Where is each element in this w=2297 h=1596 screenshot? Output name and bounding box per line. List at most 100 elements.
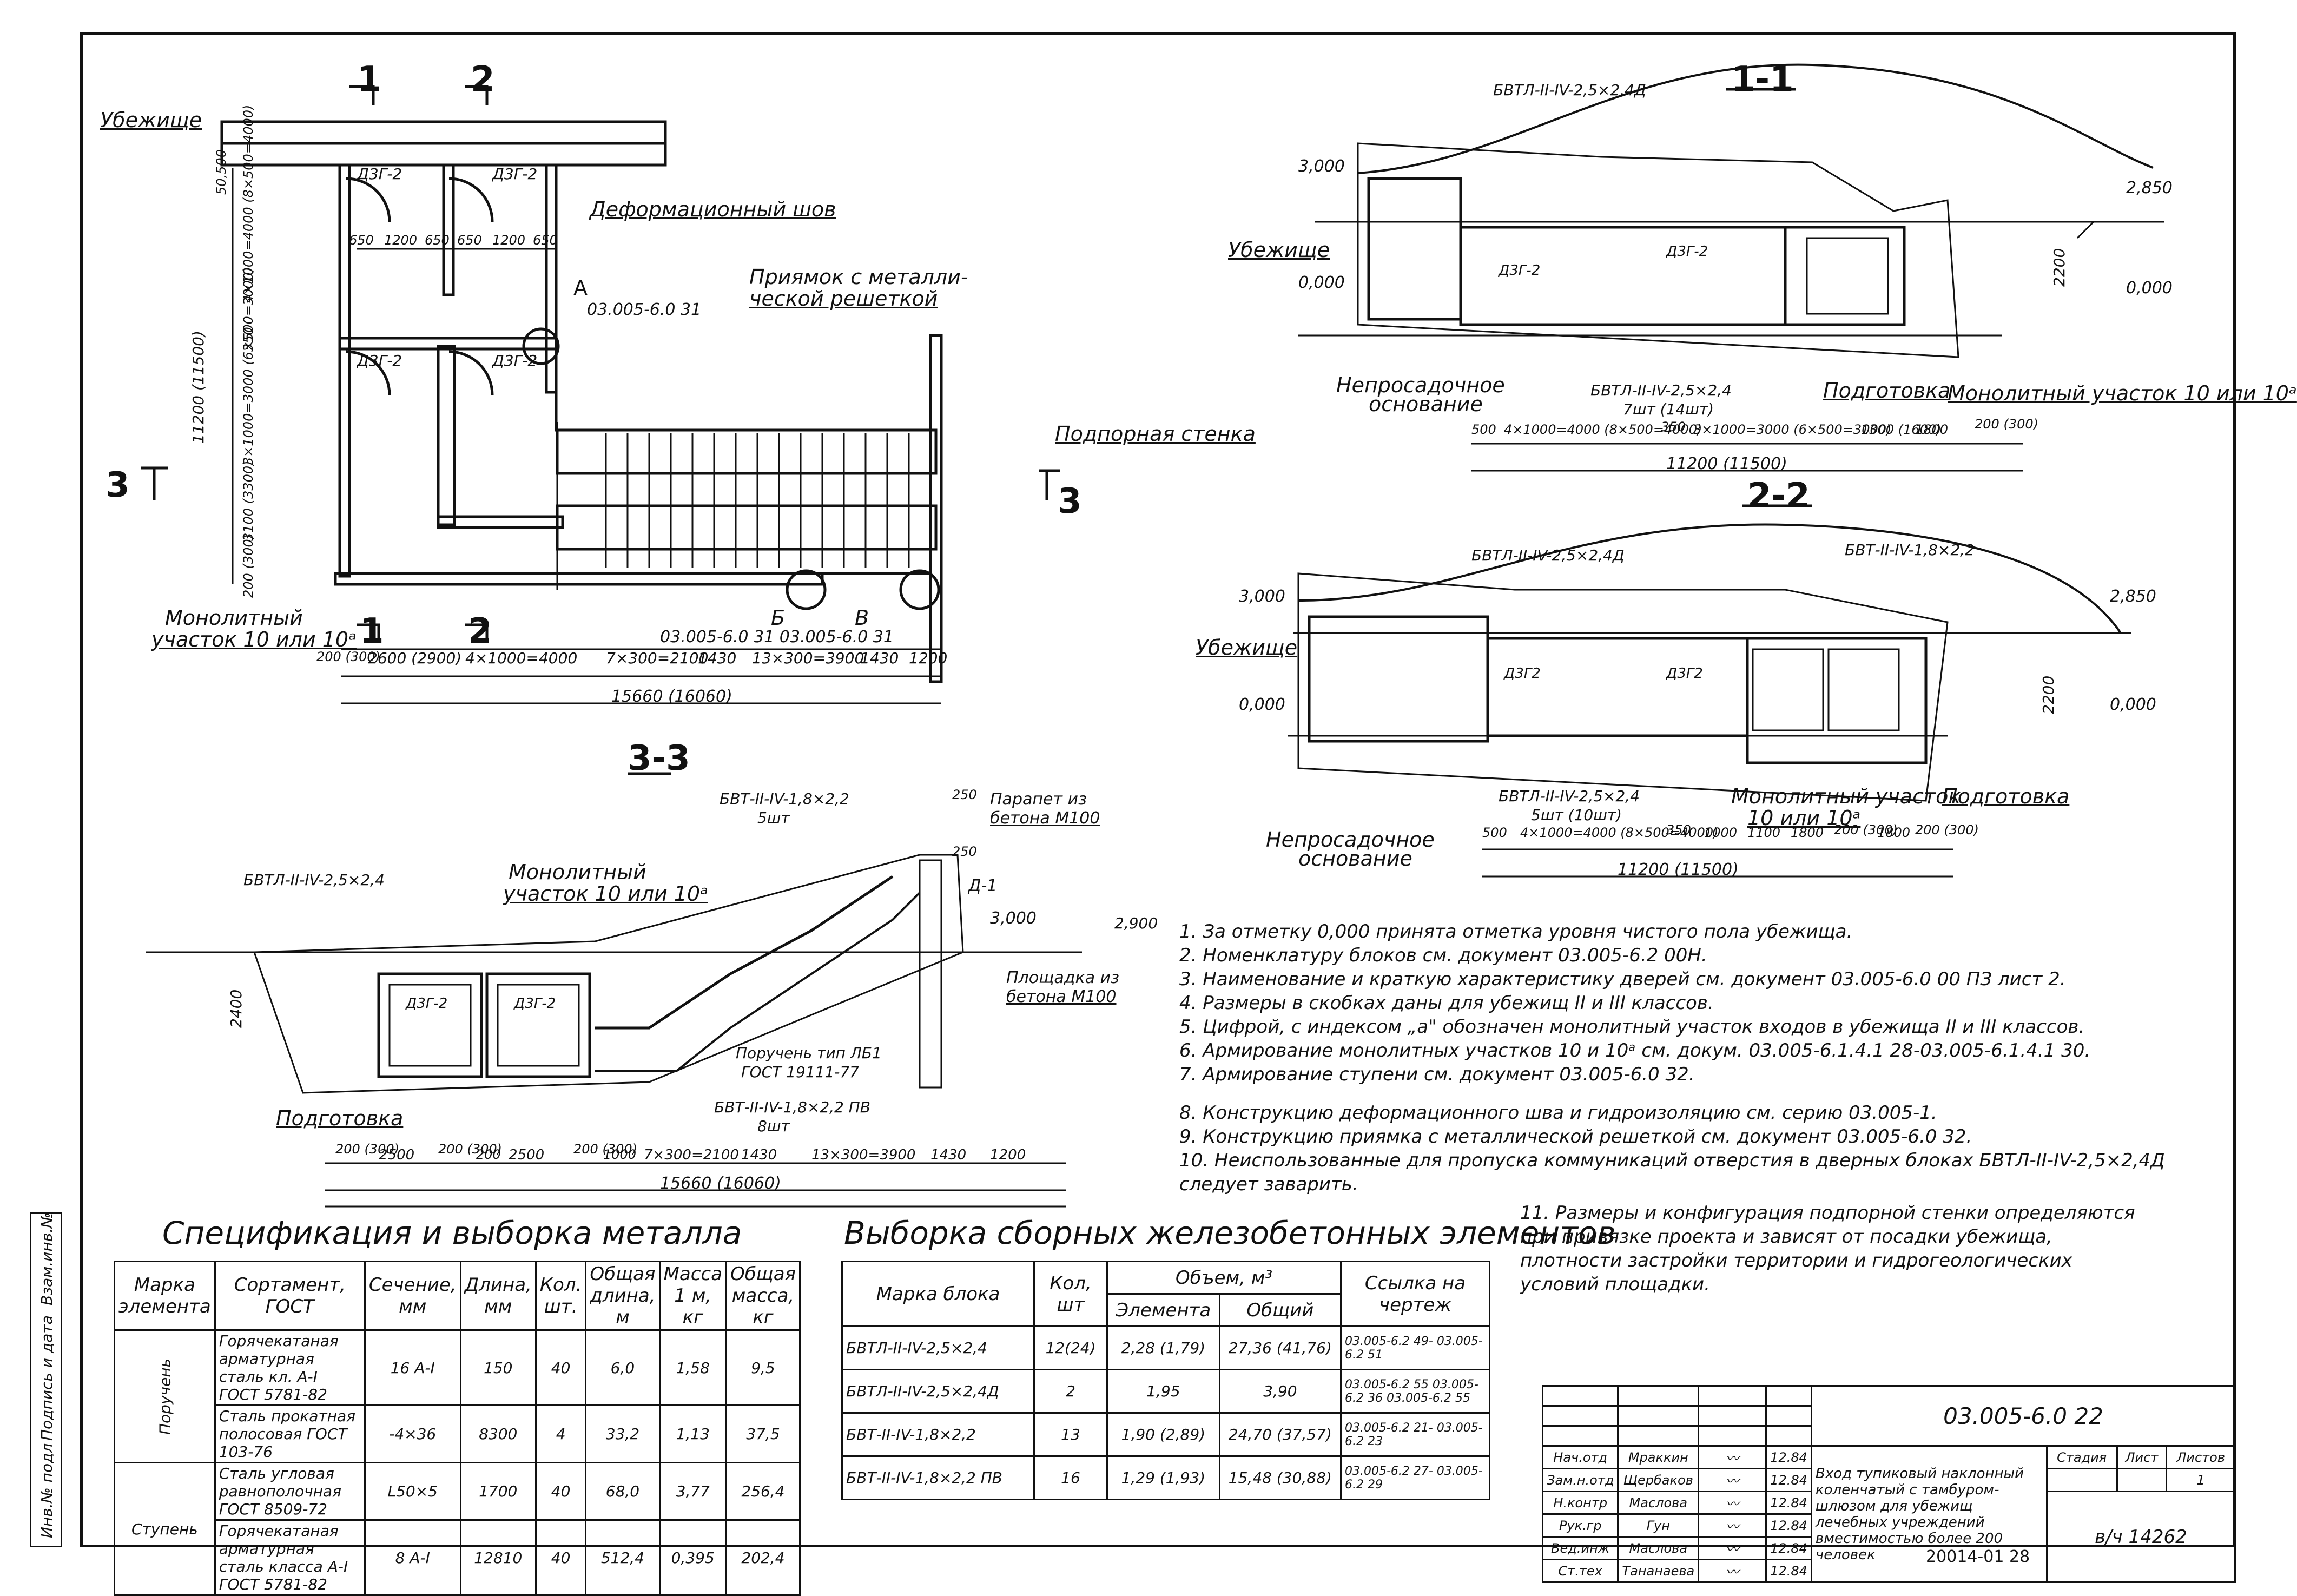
vyborka-cell: 1,90 (2,89) xyxy=(1106,1412,1220,1457)
s22-block-bottom-count: 5шт (10шт) xyxy=(1531,806,1622,824)
plan-label-deform-shov: Деформационный шов xyxy=(590,197,836,221)
s33-door-1: Д3Г-2 xyxy=(406,995,448,1012)
stamp-row: Рук.гр Гун 〰 12.84 xyxy=(1541,1513,2235,1538)
plan-dim-left-3: 3×1000=3000 (6×500=3000) xyxy=(241,267,256,465)
stamp-sheets-header: Листов xyxy=(2166,1445,2236,1469)
vyborka-subheader-elementa: Элемента xyxy=(1106,1293,1220,1327)
vyborka-cell: 03.005-6.2 21- 03.005-6.2 23 xyxy=(1340,1412,1490,1457)
vyborka-cell: 13 xyxy=(1033,1412,1108,1457)
plan-dim-top-2: 650 xyxy=(425,233,450,248)
stamp-blank-row xyxy=(1541,1405,2235,1427)
s22-level-3000: 3,000 xyxy=(1239,587,1285,606)
s33-poruchen-2: ГОСТ 19111-77 xyxy=(741,1063,859,1081)
note-1: 1. За отметку 0,000 принята отметка уров… xyxy=(1179,921,1853,942)
stamp-date: 12.84 xyxy=(1765,1513,1812,1538)
plan-dim-left-4: 3100 (3300) xyxy=(241,460,256,541)
s33-dim-9: 13×300=3900 xyxy=(811,1147,916,1163)
plan-dim-left-0: 50,500 xyxy=(214,149,229,195)
stamp-signature: 〰 xyxy=(1698,1468,1767,1492)
plan-label-monolit-1: Монолитный xyxy=(165,606,303,630)
s33-parapet-2: бетона М100 xyxy=(990,809,1100,828)
plan-view xyxy=(141,85,1060,704)
spec-header-obshchaya-massa: Общая масса, кг xyxy=(725,1261,801,1331)
plan-mark-2-top: 2 xyxy=(471,60,495,100)
spec-header-dlina: Длина, мм xyxy=(459,1261,537,1331)
vyborka-header-obem: Объем, м³ xyxy=(1106,1261,1342,1295)
vyborka-header-kol: Кол, шт xyxy=(1033,1261,1108,1327)
stamp-row: Ст.тех Тананаева 〰 12.84 xyxy=(1541,1559,2235,1583)
spec-cell: 8300 xyxy=(459,1404,537,1463)
vyborka-header-marka: Марка блока xyxy=(841,1261,1035,1327)
stamp-footer: 20014-01 28 xyxy=(1926,1547,2030,1566)
s11-dim-4: 1300 (1600) xyxy=(1861,422,1942,437)
section-3-3-view xyxy=(146,772,1082,1208)
stamp-signature: 〰 xyxy=(1698,1536,1767,1560)
note-9: 9. Конструкцию приямка с металлической р… xyxy=(1179,1126,1972,1147)
note-6: 6. Армирование монолитных участков 10 и … xyxy=(1179,1040,2091,1061)
s11-level-3000: 3,000 xyxy=(1298,157,1345,176)
s22-monolit-2: 10 или 10ᵃ xyxy=(1747,806,1861,830)
vyborka-cell: 3,90 xyxy=(1218,1369,1342,1414)
table-header-row: Марка элемента Сортамент, ГОСТ Сечение, … xyxy=(114,1261,801,1331)
s22-h2200: 2200 xyxy=(2039,675,2057,714)
s22-level-2850: 2,850 xyxy=(2110,587,2156,606)
plan-label-priyamok-2: ческой решеткой xyxy=(749,287,938,311)
s33-parapet-1: Парапет из xyxy=(990,790,1087,809)
s22-block-bottom: БВТЛ-II-IV-2,5×2,4 xyxy=(1499,787,1640,805)
s33-door-2: Д3Г-2 xyxy=(514,995,556,1012)
spec-header-kol: Кол. шт. xyxy=(534,1261,587,1331)
vyborka-cell: 03.005-6.2 27- 03.005-6.2 29 xyxy=(1340,1455,1490,1500)
stamp-desc-line: лечебных учреждений xyxy=(1815,1514,1985,1531)
s22-dim-6: 200 (300) xyxy=(1834,822,1898,837)
plan-dim-b1: 2600 (2900) xyxy=(368,649,462,667)
stamp-signature: 〰 xyxy=(1698,1491,1767,1515)
spec-cell: 40 xyxy=(534,1329,587,1406)
stamp-code: 03.005-6.0 22 xyxy=(1810,1385,2236,1447)
vyborka-cell: 15,48 (30,88) xyxy=(1218,1455,1342,1500)
vyborka-cell: 2,28 (1,79) xyxy=(1106,1325,1220,1370)
s33-monolit-2: участок 10 или 10ᵃ xyxy=(503,882,708,906)
vyborka-cell: БВТЛ-II-IV-2,5×2,4 xyxy=(841,1325,1035,1370)
s11-level-0000-right: 0,000 xyxy=(2126,279,2173,298)
note-7: 7. Армирование ступени см. документ 03.0… xyxy=(1179,1064,1695,1085)
plan-label-monolit-2: участок 10 или 10ᵃ xyxy=(151,628,357,651)
vyborka-cell: 27,36 (41,76) xyxy=(1218,1325,1342,1370)
note-8: 8. Конструкцию деформационного шва и гид… xyxy=(1179,1102,1937,1124)
spec-group-poruchen: Поручень xyxy=(114,1330,215,1463)
spec-cell: Сталь угловая равнополочная ГОСТ 8509-72 xyxy=(214,1462,366,1521)
stamp-role: Нач.отд xyxy=(1541,1445,1619,1469)
plan-door-4: Д3Г-2 xyxy=(492,352,538,370)
spec-cell: 1,58 xyxy=(658,1329,727,1406)
vyborka-cell: 03.005-6.2 49- 03.005-6.2 51 xyxy=(1340,1325,1490,1370)
stamp-role: Вед.инж xyxy=(1541,1536,1619,1560)
plan-dim-b3: 7×300=2100 xyxy=(606,649,709,667)
stamp-blank-row xyxy=(1541,1425,2235,1447)
s22-block-right: БВТ-II-IV-1,8×2,2 xyxy=(1845,541,1975,559)
spec-cell: 68,0 xyxy=(585,1462,661,1521)
plan-dim-left-5: 200 (300) xyxy=(241,534,256,598)
s33-block-left: БВТЛ-II-IV-2,5×2,4 xyxy=(243,871,385,889)
plan-door-3: Д3Г-2 xyxy=(357,352,402,370)
s33-block-bottom-count: 8шт xyxy=(757,1117,790,1135)
spec-cell: 202,4 xyxy=(725,1519,801,1596)
s22-dim-5: 1800 xyxy=(1791,825,1824,840)
s11-neprosad-1: Непросадочное xyxy=(1336,373,1505,397)
s33-total: 15660 (16060) xyxy=(660,1174,781,1193)
s11-dim-0: 500 xyxy=(1471,422,1496,437)
plan-callout-bv-ref: 03.005-6.0 31 03.005-6.0 31 xyxy=(660,628,894,647)
s11-total: 11200 (11500) xyxy=(1666,454,1787,473)
s11-door-1: Д3Г-2 xyxy=(1499,262,1541,279)
stamp-date: 12.84 xyxy=(1765,1559,1812,1583)
plan-label-priyamok-1: Приямок с металли- xyxy=(749,265,968,289)
plan-dim-b5: 13×300=3900 xyxy=(752,649,864,667)
spec-cell: 40 xyxy=(534,1519,587,1596)
stamp-signature: 〰 xyxy=(1698,1513,1767,1538)
plan-dim-b0: 200 (300) xyxy=(316,649,380,664)
spec-header-sechenie: Сечение, мм xyxy=(364,1261,461,1331)
s11-podgotovka: Подготовка xyxy=(1823,379,1951,403)
s11-dim-2: 350 xyxy=(1661,419,1686,434)
vyborka-subheader-obshchiy: Общий xyxy=(1218,1293,1342,1327)
stamp-date: 12.84 xyxy=(1765,1536,1812,1560)
note-10: 10. Неиспользованные для пропуска коммун… xyxy=(1179,1150,2165,1171)
plan-dim-left: 11200 (11500) xyxy=(189,331,207,444)
